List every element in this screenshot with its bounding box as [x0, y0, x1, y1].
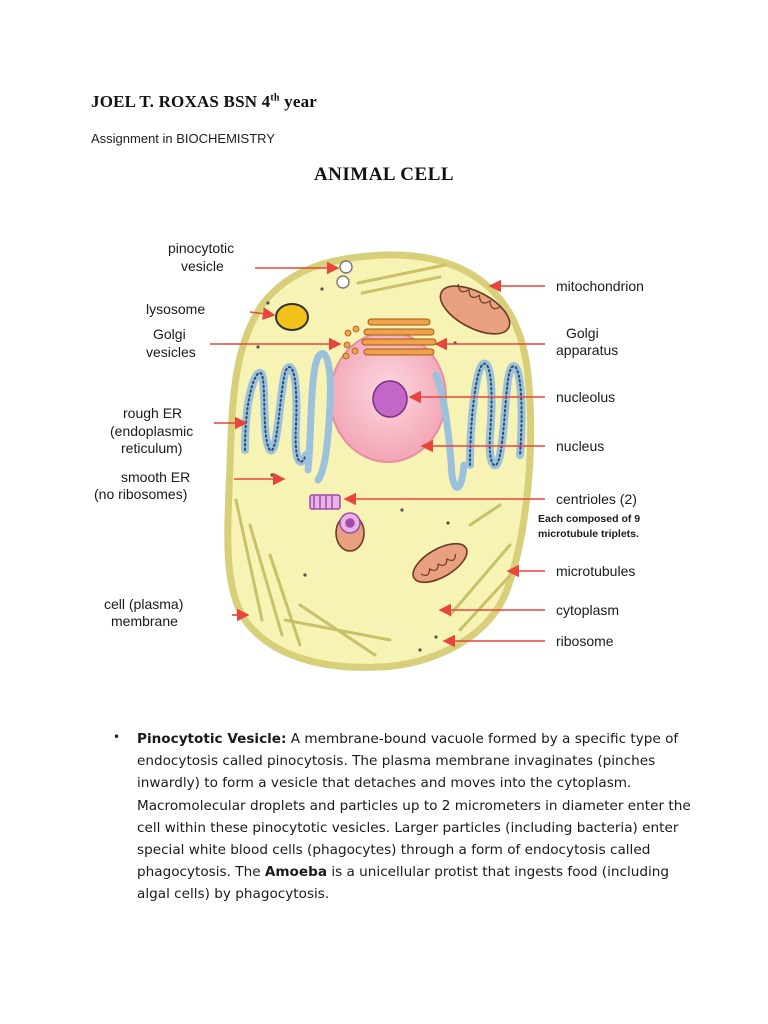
bullet-paragraph: Pinocytotic Vesicle: A membrane-bound va… [137, 728, 693, 906]
label-smooth-er-1: smooth ER [121, 469, 190, 485]
pinocytotic-vesicle-shape [339, 260, 353, 274]
mitochondrion-shape [439, 284, 511, 335]
label-golgi-apparatus-2: apparatus [556, 342, 618, 358]
label-golgi-vesicles-2: vesicles [146, 344, 196, 360]
author-superscript: th [270, 92, 280, 104]
label-smooth-er-2: (no ribosomes) [94, 486, 187, 502]
author-name: JOEL T. ROXAS BSN 4 [91, 92, 271, 111]
label-pinocytotic-1: pinocytotic [168, 240, 234, 256]
label-nucleolus: nucleolus [556, 389, 615, 405]
author-suffix: year [279, 92, 318, 111]
label-centrioles: centrioles (2) [556, 491, 637, 507]
pinocytotic-vesicle-shape-2 [336, 275, 350, 289]
author-heading: JOEL T. ROXAS BSN 4th year [91, 92, 317, 112]
label-ribosome: ribosome [556, 633, 614, 649]
label-cell-membrane-2: membrane [111, 613, 178, 629]
centrioles-shape [309, 494, 361, 534]
animal-cell-diagram: pinocytotic vesicle lysosome Golgi vesic… [94, 240, 644, 671]
smooth-er-shape [304, 350, 334, 484]
label-rough-er-2: (endoplasmic [110, 423, 193, 439]
bullet-marker: • [113, 730, 121, 744]
label-rough-er-1: rough ER [123, 405, 182, 421]
label-centrioles-note-2: microtubule triplets. [538, 528, 639, 540]
label-arrows [210, 261, 545, 648]
label-centrioles-note-1: Each composed of 9 [538, 513, 640, 525]
nucleolus-shape [372, 380, 408, 418]
term-pinocytotic-vesicle: Pinocytotic Vesicle: [137, 731, 287, 747]
golgi-vesicles-shape [342, 325, 360, 360]
label-golgi-vesicles-1: Golgi [153, 326, 186, 342]
er-right-smooth-shape [432, 371, 468, 491]
label-nucleus: nucleus [556, 438, 604, 454]
assignment-line: Assignment in BIOCHEMISTRY [91, 131, 275, 146]
label-mitochondrion: mitochondrion [556, 278, 644, 294]
microtubules-shape [234, 263, 517, 657]
label-cytoplasm: cytoplasm [556, 602, 619, 618]
paragraph-text-2: is a unicellular protist that ingests fo… [137, 864, 669, 903]
label-pinocytotic-2: vesicle [181, 258, 224, 274]
label-rough-er-3: reticulum) [121, 440, 182, 456]
mitochondrion-shape-2 [412, 542, 468, 584]
label-cell-membrane-1: cell (plasma) [104, 596, 183, 612]
term-amoeba: Amoeba [264, 864, 328, 881]
page-title: ANIMAL CELL [313, 164, 455, 185]
label-microtubules: microtubules [556, 563, 635, 579]
paragraph-text-1: A membrane-bound vacuole formed by a spe… [137, 731, 691, 881]
label-lysosome: lysosome [146, 301, 205, 317]
lysosome-shape [275, 303, 309, 331]
label-golgi-apparatus-1: Golgi [566, 325, 599, 341]
